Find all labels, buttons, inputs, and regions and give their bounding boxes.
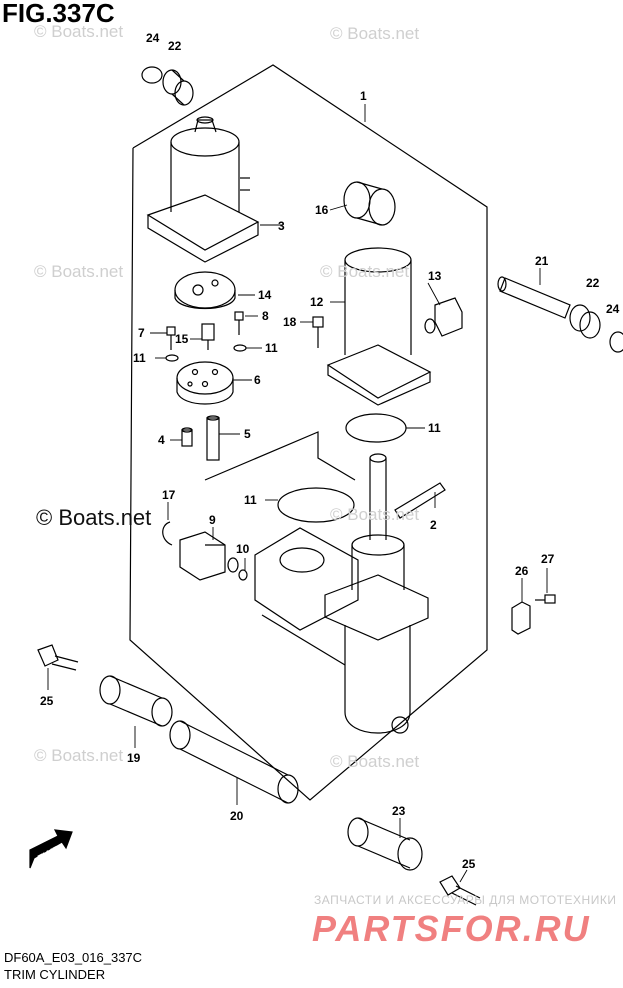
valve-9[interactable]	[179, 531, 226, 581]
bolt-27[interactable]	[535, 594, 556, 604]
callout-26[interactable]: 26	[515, 564, 529, 578]
o-ring-11-left[interactable]	[165, 354, 179, 362]
figure-title: FIG.337C	[2, 0, 115, 28]
callout-1[interactable]: 1	[360, 89, 367, 103]
callout-18[interactable]: 18	[283, 315, 297, 329]
valve-4[interactable]	[181, 427, 193, 447]
callout-10[interactable]: 10	[236, 542, 250, 556]
callout-11-b[interactable]: 11	[265, 341, 278, 355]
callout-21[interactable]: 21	[535, 254, 549, 268]
brand-logo: PARTSFOR.RU	[312, 908, 591, 949]
callout-19[interactable]: 19	[127, 751, 141, 765]
callout-11-c[interactable]: 11	[428, 421, 441, 435]
callout-24-right[interactable]: 24	[606, 302, 620, 316]
callout-11-d[interactable]: 11	[244, 493, 257, 507]
cylinder-body[interactable]	[254, 453, 429, 734]
callout-15[interactable]: 15	[175, 332, 189, 346]
bushing-26[interactable]	[511, 601, 531, 635]
assembly-outline	[129, 64, 488, 801]
callout-labels: 24 22 1 3 16 21 22 24 14 13 12 18 7 15 8…	[36, 31, 620, 871]
snap-ring-24-right[interactable]	[609, 331, 623, 353]
watermark: © Boats.net	[330, 24, 420, 43]
screw-18[interactable]	[312, 316, 324, 348]
callout-16[interactable]: 16	[315, 203, 329, 217]
watermark: © Boats.net	[34, 262, 124, 281]
bushing-22-top[interactable]	[162, 69, 194, 106]
bushing-22-right[interactable]	[569, 304, 601, 339]
watermark: © Boats.net	[34, 22, 124, 41]
callout-11-a[interactable]: 11	[133, 351, 146, 365]
plug-13[interactable]	[424, 297, 463, 337]
callout-9[interactable]: 9	[209, 513, 216, 527]
valve-15[interactable]	[201, 323, 215, 350]
figure-name: TRIM CYLINDER	[4, 967, 106, 982]
pump-6[interactable]	[176, 361, 234, 405]
callout-27[interactable]: 27	[541, 552, 555, 566]
sleeve-19[interactable]	[99, 675, 173, 727]
callout-2[interactable]: 2	[430, 518, 437, 532]
fwd-arrow-icon	[29, 829, 73, 869]
callout-22-top[interactable]: 22	[168, 39, 182, 53]
bushing-16[interactable]	[343, 181, 396, 226]
callout-4[interactable]: 4	[158, 433, 165, 447]
callout-6[interactable]: 6	[254, 373, 261, 387]
watermark: © Boats.net	[330, 505, 420, 524]
watermark: © Boats.net	[330, 752, 420, 771]
callout-23[interactable]: 23	[392, 804, 406, 818]
leader-lines	[47, 104, 548, 883]
watermark: © Boats.net	[34, 746, 124, 765]
callout-8[interactable]: 8	[262, 309, 269, 323]
valve-plate-14[interactable]	[174, 271, 236, 309]
callout-13[interactable]: 13	[428, 269, 442, 283]
callout-24-top[interactable]: 24	[146, 31, 160, 45]
sub-assembly-outline	[204, 431, 356, 481]
reservoir-12[interactable]	[326, 247, 432, 406]
snap-ring-17[interactable]	[162, 521, 173, 546]
o-ring-11-upper[interactable]	[345, 413, 407, 443]
pin-21[interactable]	[497, 276, 571, 319]
bolt-25-bottom[interactable]	[439, 875, 481, 906]
watermark: © Boats.net	[320, 262, 410, 281]
bolt-7[interactable]	[166, 326, 176, 350]
callout-20[interactable]: 20	[230, 809, 244, 823]
clip-2[interactable]	[394, 482, 446, 519]
bolt-8[interactable]	[234, 311, 244, 335]
o-ring-11-right[interactable]	[233, 344, 247, 352]
tube-20[interactable]	[169, 720, 299, 804]
callout-14[interactable]: 14	[258, 288, 272, 302]
o-ring-11-lower[interactable]	[277, 487, 355, 523]
brand-subtitle: ЗАПЧАСТИ И АКСЕССУАРЫ ДЛЯ МОТОТЕХНИКИ	[314, 893, 617, 907]
callout-12[interactable]: 12	[310, 295, 324, 309]
callout-3[interactable]: 3	[278, 219, 285, 233]
o-ring-10[interactable]	[227, 557, 248, 581]
callout-5[interactable]: 5	[244, 427, 251, 441]
watermark-main: © Boats.net	[36, 505, 152, 530]
motor-3[interactable]	[146, 116, 260, 263]
sleeve-23[interactable]	[347, 817, 423, 871]
bolt-25-left[interactable]	[37, 644, 79, 671]
callout-22-right[interactable]: 22	[586, 276, 600, 290]
callout-25-bottom[interactable]: 25	[462, 857, 476, 871]
callout-7[interactable]: 7	[138, 326, 145, 340]
valve-5[interactable]	[206, 415, 220, 461]
figure-code: DF60A_E03_016_337C	[4, 950, 143, 965]
snap-ring-24-top[interactable]	[141, 66, 163, 84]
callout-17[interactable]: 17	[162, 488, 176, 502]
callout-25-left[interactable]: 25	[40, 694, 54, 708]
